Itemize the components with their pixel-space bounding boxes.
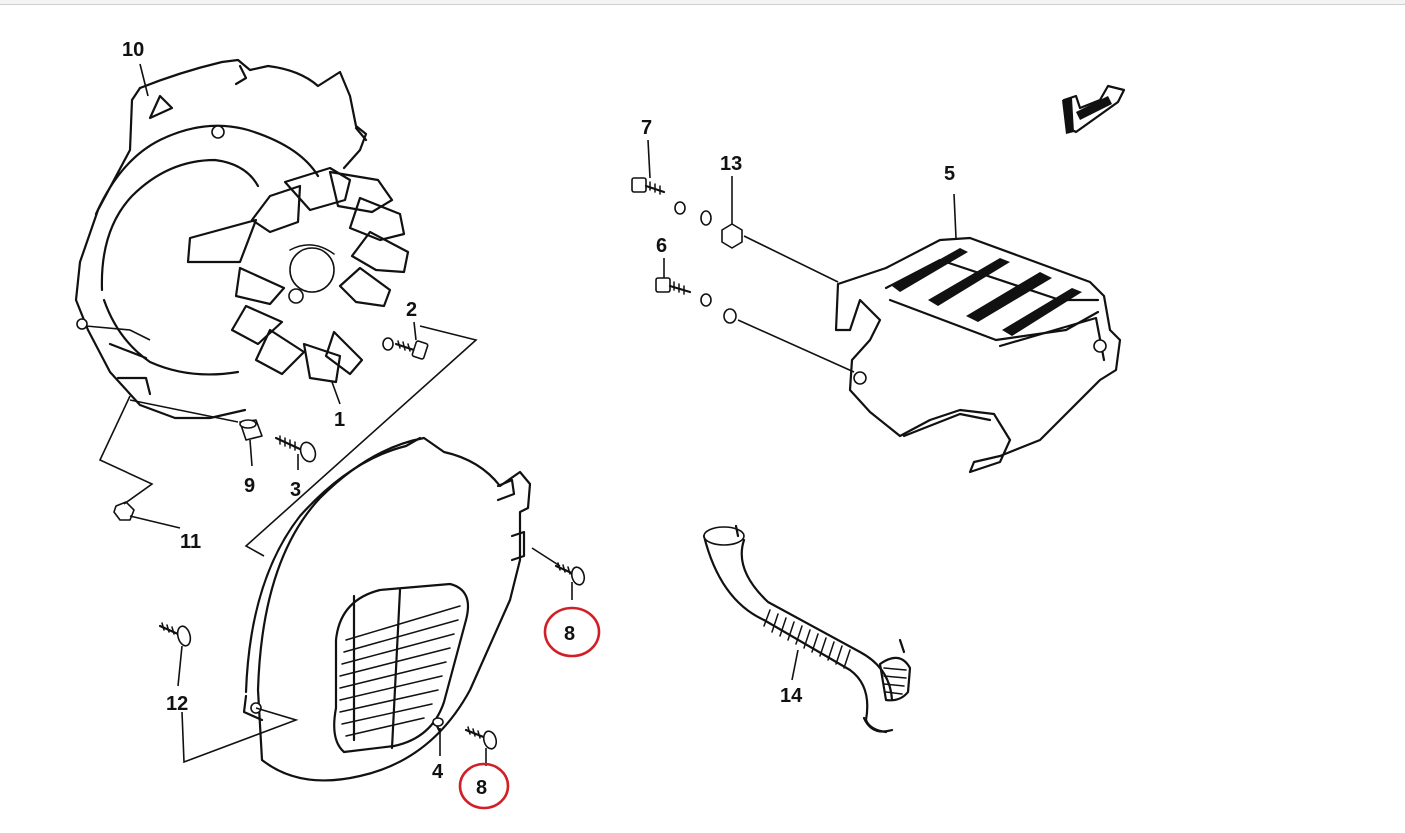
part-1-fan [186, 166, 410, 384]
part-10-fan-shroud [74, 58, 368, 420]
callout-12: 12 [166, 693, 188, 715]
part-9-bushing [239, 419, 263, 441]
part-8-screw-upper [554, 562, 586, 586]
highlight-annotations [458, 606, 601, 810]
part-7-bolt [631, 177, 712, 226]
leader-lines [85, 63, 957, 766]
window-top-edge [0, 0, 1405, 5]
callout-labels: 10 1 2 9 3 11 12 4 8 8 7 13 5 6 14 [122, 39, 955, 799]
callout-13: 13 [720, 153, 742, 175]
part-6-bolt [655, 277, 737, 324]
callout-2: 2 [406, 299, 417, 321]
callout-10: 10 [122, 39, 144, 61]
callout-5: 5 [944, 163, 955, 185]
callout-4: 4 [432, 761, 444, 783]
callout-8-upper: 8 [564, 623, 575, 645]
highlight-circle-upper [543, 606, 601, 658]
part-2-bolt [382, 337, 429, 360]
part-5-cylinder-shroud [834, 236, 1122, 474]
part-13-nut [721, 223, 743, 249]
part-3-screw [274, 435, 317, 463]
callout-7: 7 [641, 117, 652, 139]
part-14-hose [702, 524, 912, 734]
orientation-arrow-symbol [1062, 84, 1126, 134]
part-11-nut [113, 501, 135, 521]
callout-11: 11 [180, 531, 201, 553]
callout-3: 3 [290, 479, 301, 501]
callout-6: 6 [656, 235, 667, 257]
part-12-screw [158, 622, 192, 647]
callout-9: 9 [244, 475, 255, 497]
part-4-fan-cover [242, 436, 532, 782]
callout-14: 14 [780, 685, 803, 707]
callout-1: 1 [334, 409, 345, 431]
callout-8-lower: 8 [476, 777, 487, 799]
part-8-screw-lower [464, 726, 498, 750]
highlight-circle-lower [458, 762, 510, 810]
